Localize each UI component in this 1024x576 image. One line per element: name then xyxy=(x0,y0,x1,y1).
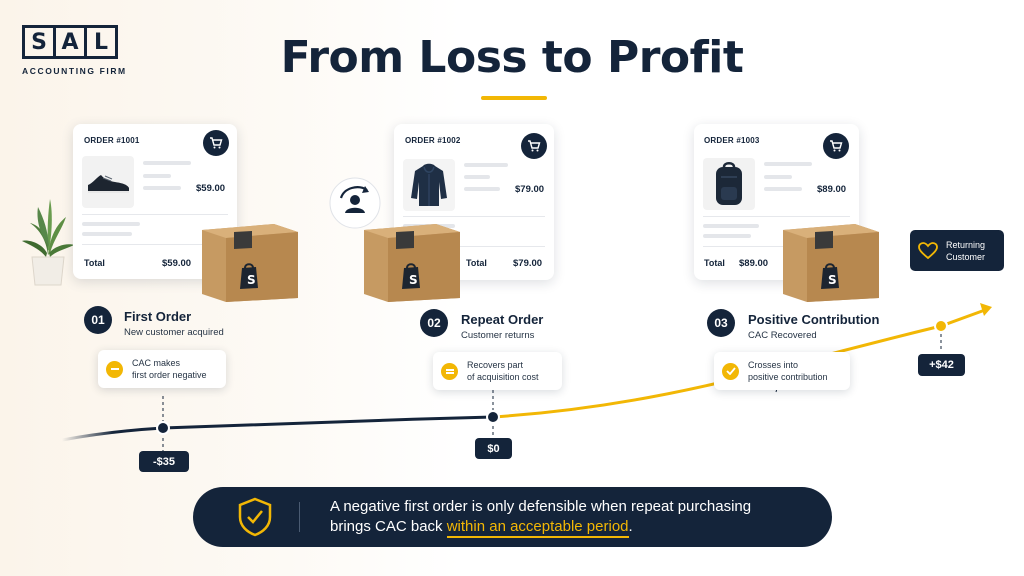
value-badge: +$42 xyxy=(918,354,965,376)
item-price: $89.00 xyxy=(817,184,847,195)
note-line: first order negative xyxy=(132,370,207,380)
badge-line: Customer xyxy=(946,251,986,262)
placeholder-line xyxy=(143,186,181,190)
cart-icon[interactable] xyxy=(823,133,849,159)
step-note: CAC makes first order negative xyxy=(98,350,226,388)
divider xyxy=(403,246,545,247)
banner-line: A negative first order is only defensibl… xyxy=(330,498,752,515)
placeholder-line xyxy=(464,163,508,167)
placeholder-line xyxy=(464,175,490,179)
returning-user-icon xyxy=(329,177,381,229)
step-note: Recovers part of acquisition cost xyxy=(433,352,562,390)
step-title: Positive Contribution xyxy=(748,312,880,327)
order-number: ORDER #1001 xyxy=(84,136,140,145)
check-icon xyxy=(722,362,739,380)
sneaker-icon xyxy=(82,156,134,208)
item-price: $79.00 xyxy=(515,184,545,195)
order-number: ORDER #1002 xyxy=(405,136,461,145)
value-badge: -$35 xyxy=(139,451,189,472)
order-card: ORDER #1003 $89.00 Total $89.00 xyxy=(694,124,859,280)
value-badge: $0 xyxy=(475,438,512,459)
placeholder-line xyxy=(464,187,500,191)
step-subtitle: New customer acquired xyxy=(124,327,224,338)
step-subtitle: CAC Recovered xyxy=(748,330,817,341)
placeholder-line xyxy=(764,187,802,191)
placeholder-line xyxy=(764,162,812,166)
divider xyxy=(703,246,850,247)
total-label: Total xyxy=(704,258,725,268)
step-title: First Order xyxy=(124,309,192,324)
placeholder-line xyxy=(82,222,140,226)
total-label: Total xyxy=(84,258,105,268)
divider xyxy=(82,214,228,215)
total-value: $59.00 xyxy=(162,258,192,269)
title-underline xyxy=(481,96,547,100)
step-number: 01 xyxy=(84,306,112,334)
hoodie-icon xyxy=(403,159,455,211)
placeholder-line xyxy=(764,175,792,179)
banner-line: brings CAC back within an acceptable per… xyxy=(330,517,751,538)
banner-text-start: brings CAC back xyxy=(330,518,447,535)
logo: S A L xyxy=(22,25,118,59)
step-number: 03 xyxy=(707,309,735,337)
step-subtitle: Customer returns xyxy=(461,330,535,341)
note-line: of acquisition cost xyxy=(467,372,539,382)
shipping-box-icon: S xyxy=(364,224,460,302)
divider xyxy=(82,244,228,245)
note-line: CAC makes xyxy=(132,358,181,368)
page-title: From Loss to Profit xyxy=(280,32,744,83)
shipping-box-icon: S xyxy=(783,224,879,302)
backpack-icon xyxy=(703,158,755,210)
cart-icon[interactable] xyxy=(521,133,547,159)
divider xyxy=(703,216,850,217)
order-number: ORDER #1003 xyxy=(704,136,760,145)
logo-letter: L xyxy=(84,25,118,59)
placeholder-line xyxy=(143,161,191,165)
cart-icon[interactable] xyxy=(203,130,229,156)
banner-text-end: . xyxy=(628,518,633,535)
step-number: 02 xyxy=(420,309,448,337)
shield-check-icon xyxy=(238,497,272,537)
shipping-box-icon: S xyxy=(202,224,298,302)
plant-icon xyxy=(22,199,74,286)
svg-text:S: S xyxy=(247,273,256,287)
svg-text:S: S xyxy=(828,273,837,287)
placeholder-line xyxy=(703,224,759,228)
svg-text:S: S xyxy=(409,273,418,287)
banner-highlight: within an acceptable period xyxy=(446,518,629,538)
placeholder-line xyxy=(703,234,751,238)
logo-subtitle: ACCOUNTING FIRM xyxy=(22,66,127,76)
placeholder-line xyxy=(82,232,132,236)
divider xyxy=(299,502,300,532)
total-label: Total xyxy=(466,258,487,268)
total-value: $79.00 xyxy=(513,258,543,269)
heart-icon xyxy=(918,241,938,259)
total-value: $89.00 xyxy=(739,258,769,269)
step-title: Repeat Order xyxy=(461,312,544,327)
equals-icon xyxy=(441,362,458,380)
step-note: Crosses into positive contribution xyxy=(714,352,850,390)
badge-line: Returning xyxy=(946,239,986,250)
note-line: Recovers part xyxy=(467,360,524,370)
item-price: $59.00 xyxy=(196,183,226,194)
returning-customer-badge: Returning Customer xyxy=(910,230,1004,271)
takeaway-banner: A negative first order is only defensibl… xyxy=(193,487,832,547)
note-line: positive contribution xyxy=(748,372,828,382)
minus-icon xyxy=(106,360,123,378)
divider xyxy=(403,216,545,217)
note-line: Crosses into xyxy=(748,360,799,370)
placeholder-line xyxy=(143,174,171,178)
